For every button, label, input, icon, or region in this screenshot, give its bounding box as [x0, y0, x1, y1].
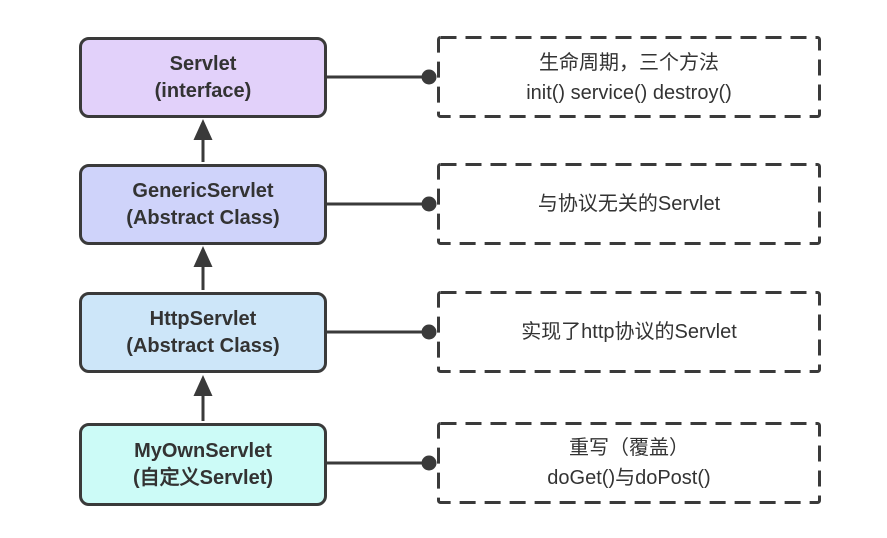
- note-box-border: [437, 36, 821, 118]
- class-name: GenericServlet: [132, 179, 274, 202]
- note-http-servlet: 实现了http协议的Servlet: [437, 291, 821, 373]
- class-name: HttpServlet: [149, 307, 257, 330]
- class-kind: (Abstract Class): [126, 206, 280, 229]
- class-box-my-own-servlet: MyOwnServlet (自定义Servlet): [79, 423, 327, 506]
- inheritance-arrow-head: [193, 375, 213, 396]
- class-box-http-servlet: HttpServlet (Abstract Class): [79, 292, 327, 373]
- note-generic-servlet: 与协议无关的Servlet: [437, 163, 821, 245]
- inheritance-arrow-head: [193, 119, 213, 140]
- note-line: init() service() destroy(): [526, 81, 732, 104]
- note-box-border: [437, 163, 821, 245]
- class-kind: (Abstract Class): [126, 334, 280, 357]
- note-my-own-servlet: 重写（覆盖） doGet()与doPost(): [437, 422, 821, 504]
- inheritance-arrow-head: [193, 246, 213, 267]
- class-box-servlet: Servlet (interface): [79, 37, 327, 118]
- connector-dot: [421, 324, 437, 340]
- connector-dot: [421, 196, 437, 212]
- note-line: doGet()与doPost(): [547, 467, 711, 489]
- class-name: Servlet: [169, 52, 237, 75]
- note-servlet: 生命周期，三个方法 init() service() destroy(): [437, 36, 821, 119]
- connector-dot: [421, 69, 437, 85]
- note-line: 实现了http协议的Servlet: [521, 321, 737, 343]
- note-line: 重写（覆盖）: [569, 437, 689, 459]
- note-box-border: [437, 291, 821, 373]
- class-box-generic-servlet: GenericServlet (Abstract Class): [79, 164, 327, 245]
- note-line: 与协议无关的Servlet: [537, 193, 721, 215]
- class-kind: (interface): [154, 79, 252, 102]
- connector-dot: [421, 455, 437, 471]
- class-kind: (自定义Servlet): [132, 466, 274, 489]
- note-box-border: [437, 422, 821, 504]
- class-name: MyOwnServlet: [134, 439, 272, 462]
- note-line: 生命周期，三个方法: [539, 51, 719, 74]
